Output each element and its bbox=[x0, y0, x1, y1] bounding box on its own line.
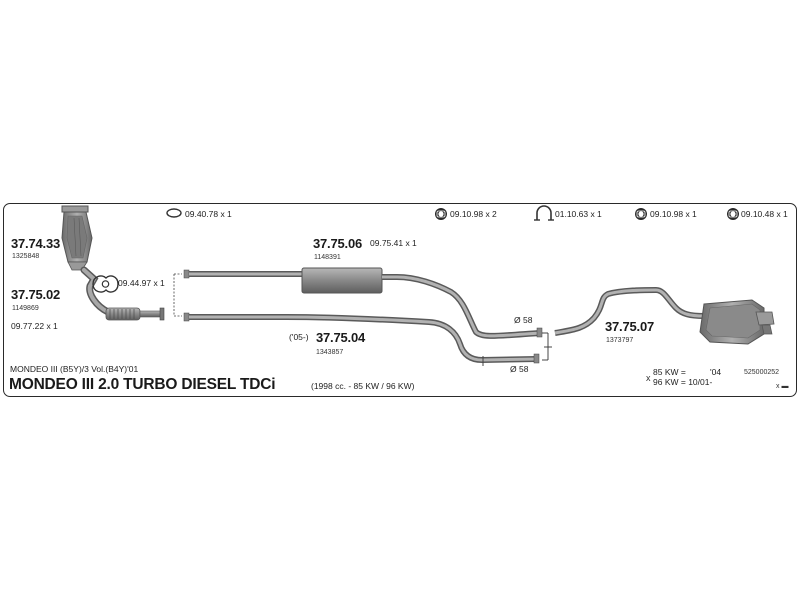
downpipe-hardware-label: 09.77.22 x 1 bbox=[11, 321, 58, 331]
rubber-hanger-icon bbox=[635, 208, 647, 220]
hardware-clamp-label: 01.10.63 x 1 bbox=[555, 209, 602, 219]
downpipe-drawing bbox=[80, 266, 165, 321]
flange-gasket-icon bbox=[92, 275, 119, 293]
hardware-hanger-label: 09.10.48 x 1 bbox=[741, 209, 788, 219]
part-number-downpipe: 37.75.02 bbox=[11, 287, 61, 302]
hardware-hanger-label: 09.10.98 x 1 bbox=[650, 209, 697, 219]
oem-code-downpipe: 1149869 bbox=[12, 305, 39, 312]
oem-code-intermediate-pipe: 1343857 bbox=[316, 349, 344, 356]
part-number-center-silencer: 37.75.06 bbox=[313, 236, 363, 251]
connection-bracket bbox=[173, 273, 182, 317]
catalytic-converter-drawing bbox=[61, 205, 93, 271]
center-silencer-pipe-drawing bbox=[183, 267, 543, 339]
lower-intermediate-pipe-drawing bbox=[183, 312, 540, 366]
joint-bracket bbox=[542, 332, 552, 361]
exhaust-diagram-panel: 09.40.78 x 1 09.10.98 x 2 01.10.63 x 1 0… bbox=[3, 203, 797, 397]
u-clamp-icon bbox=[534, 205, 554, 221]
diameter-label-upper: Ø 58 bbox=[514, 315, 533, 325]
hardware-hanger-label: 09.10.98 x 2 bbox=[450, 209, 497, 219]
oem-code-catalyst: 1325848 bbox=[12, 253, 40, 260]
legend-row1-kw: 85 KW = bbox=[653, 367, 686, 377]
catalogue-code: 525000252 bbox=[744, 369, 780, 376]
diameter-label-lower: Ø 58 bbox=[510, 364, 529, 374]
hardware-gasket-label: 09.40.78 x 1 bbox=[185, 209, 232, 219]
rear-silencer-drawing bbox=[554, 286, 775, 345]
oem-code-rear-silencer: 1373797 bbox=[606, 337, 634, 344]
oem-code-center-silencer: 1148391 bbox=[314, 254, 341, 261]
center-silencer-hardware-label: 09.75.41 x 1 bbox=[370, 238, 417, 248]
vehicle-title: MONDEO III 2.0 TURBO DIESEL TDCi bbox=[9, 376, 276, 393]
rubber-hanger-icon bbox=[435, 208, 447, 220]
part-number-intermediate-pipe: 37.75.04 bbox=[316, 330, 366, 345]
legend-row1-year: '04 bbox=[710, 367, 722, 377]
gasket-ring-icon bbox=[166, 208, 182, 218]
legend-bottom-mark: x ▬ bbox=[776, 383, 789, 390]
part-number-rear-silencer: 37.75.07 bbox=[605, 319, 655, 334]
flange-gasket-label: 09.44.97 x 1 bbox=[118, 278, 165, 288]
engine-spec: (1998 cc. - 85 KW / 96 KW) bbox=[311, 381, 415, 391]
vehicle-model-subtitle: MONDEO III (B5Y)/3 Vol.(B4Y)'01 bbox=[10, 364, 139, 374]
legend-row2-kw: 96 KW = 10/01- bbox=[653, 377, 713, 387]
exhaust-system-drawing bbox=[61, 205, 775, 366]
part-number-catalyst: 37.74.33 bbox=[11, 236, 61, 251]
rubber-hanger-icon bbox=[727, 208, 739, 220]
legend-marker: x bbox=[646, 373, 651, 383]
part-date-prefix: ('05-) bbox=[289, 332, 309, 342]
